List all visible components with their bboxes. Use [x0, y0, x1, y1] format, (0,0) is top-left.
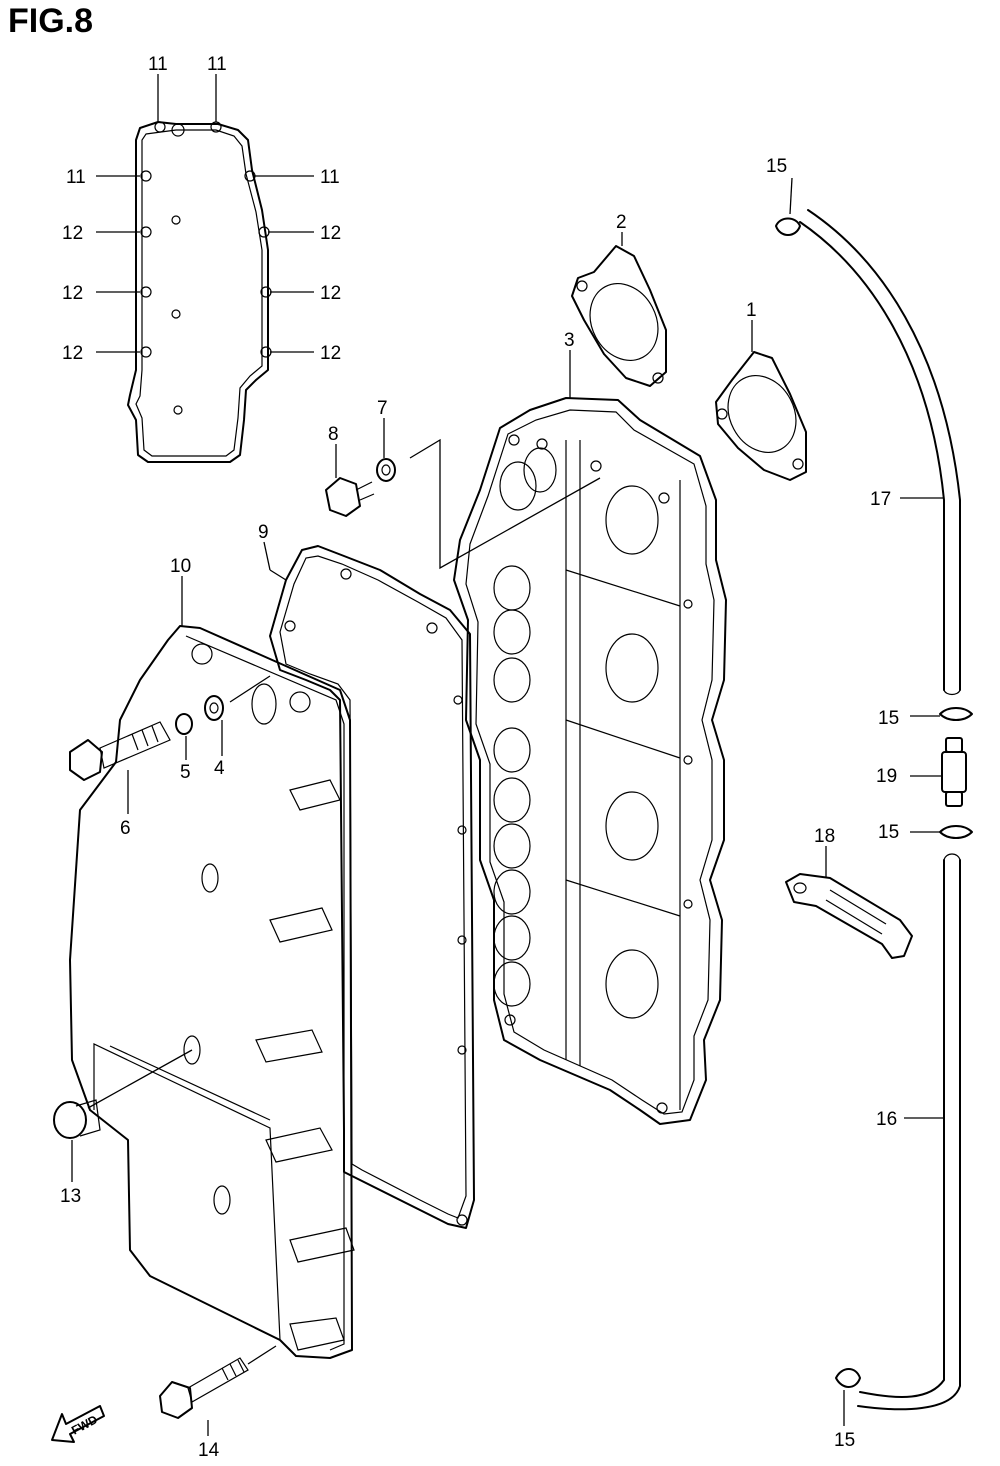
part-2-gasket: [571, 232, 667, 387]
part-19-valve: [910, 737, 967, 807]
callout-8: 8: [328, 424, 339, 445]
part-14-bolt: [159, 1345, 277, 1436]
part-10-cover: [69, 576, 355, 1359]
cover-gasket-inset: [127, 121, 272, 463]
part-1-plate: [715, 320, 807, 481]
callout-16: 16: [876, 1109, 897, 1130]
callout-12: 12: [320, 343, 341, 364]
callout-15: 15: [834, 1430, 855, 1451]
callout-15: 15: [878, 822, 899, 843]
callout-12: 12: [62, 343, 83, 364]
part-6-bolt: [69, 721, 171, 814]
inset-leader-lines: [96, 74, 314, 353]
callout-11: 11: [320, 167, 340, 188]
callout-17: 17: [870, 489, 891, 510]
fwd-label: FWD: [69, 1412, 100, 1437]
callout-6: 6: [120, 818, 131, 839]
callout-15: 15: [766, 156, 787, 177]
callout-15: 15: [878, 708, 899, 729]
part-7-washer: [376, 418, 396, 482]
part-15-clip-upper-mid: [910, 707, 973, 721]
part-4-washer: [204, 675, 271, 756]
callout-12: 12: [62, 283, 83, 304]
callout-9: 9: [258, 522, 269, 543]
part-8-bolt: [325, 444, 375, 517]
callout-11: 11: [148, 54, 168, 75]
figure-title: FIG.8: [8, 2, 94, 40]
part-15-clip-lower-mid: [910, 825, 973, 839]
leader-line: [409, 438, 601, 570]
callout-11: 11: [207, 54, 227, 75]
callout-14: 14: [198, 1440, 220, 1461]
callout-12: 12: [62, 223, 83, 244]
callout-4: 4: [214, 758, 225, 779]
callout-12: 12: [320, 223, 341, 244]
callout-5: 5: [180, 762, 191, 783]
callout-13: 13: [60, 1186, 81, 1207]
part-9-gasket: [263, 541, 475, 1229]
part-5-washer: [175, 713, 193, 760]
part-16-hose: [857, 853, 961, 1411]
part-3-manifold: [453, 350, 727, 1125]
part-18-bracket: [785, 846, 913, 959]
callout-labels: 11 11 11 11 12 12 12 12 12 12 15 2 1 3 7…: [60, 54, 899, 1461]
callout-18: 18: [814, 826, 835, 847]
callout-11: 11: [66, 167, 86, 188]
callout-1: 1: [746, 300, 757, 321]
part-15-clip-top: [775, 177, 801, 236]
callout-2: 2: [616, 212, 627, 233]
callout-3: 3: [564, 330, 575, 351]
part-15-clip-bottom: [835, 1368, 861, 1426]
part-17-hose: [799, 209, 961, 696]
callout-19: 19: [876, 766, 897, 787]
callout-10: 10: [170, 556, 191, 577]
part-13-plug: [53, 1049, 193, 1182]
callout-7: 7: [377, 398, 388, 419]
forward-direction-arrow: FWD: [51, 1405, 105, 1443]
callout-12: 12: [320, 283, 341, 304]
